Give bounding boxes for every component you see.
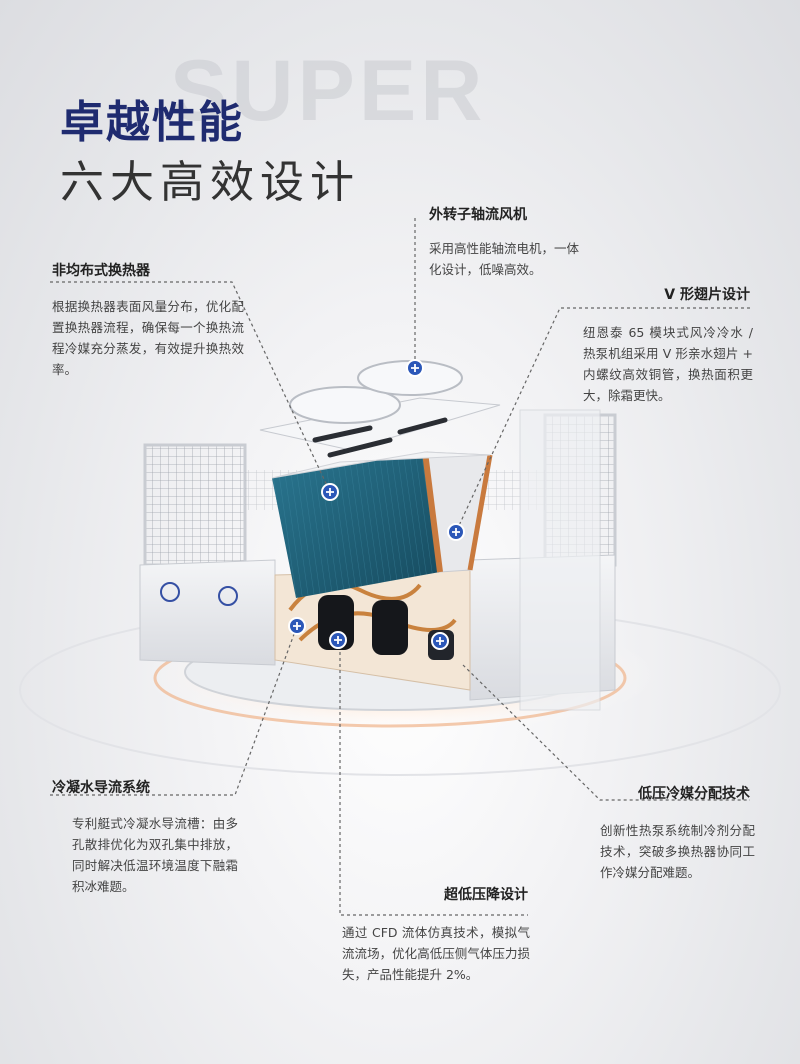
left-cabinet: [139, 559, 276, 666]
left-grid-panel: [143, 443, 247, 567]
feature-heat-exchanger-title: 非均布式换热器: [52, 263, 150, 279]
feature-distribution-desc: 创新性热泵系统制冷剂分配技术，突破多换热器协同工作冷媒分配难题。: [600, 823, 755, 880]
page-subtitle: 六大高效设计: [60, 157, 360, 208]
feature-fan-desc: 采用高性能轴流电机，一体化设计，低噪高效。: [429, 241, 580, 277]
watermark-super: SUPER: [170, 43, 487, 139]
feature-condensate-desc: 专利艇式冷凝水导流槽：由多孔散排优化为双孔集中排放，同时解决低温环境温度下融霜积…: [72, 816, 238, 894]
feature-distribution-title: 低压冷媒分配技术: [638, 786, 750, 802]
hotspot-markers: [288, 359, 465, 650]
feature-fins-title: V 形翅片设计: [664, 287, 750, 303]
leader-lines: [50, 218, 750, 916]
plus-icon: [447, 523, 465, 541]
compressor-2: [372, 600, 408, 655]
feature-pressure-title: 超低压降设计: [444, 887, 528, 903]
feature-condensate-title: 冷凝水导流系统: [52, 780, 150, 796]
feature-fins-desc: 纽恩泰 65 模块式风冷冷水 / 热泵机组采用 V 形亲水翅片 + 内螺纹高效铜…: [583, 325, 753, 403]
plus-icon: [288, 617, 306, 635]
plus-icon: [329, 631, 347, 649]
feature-heat-exchanger-desc: 根据换热器表面风量分布，优化配置换热器流程，确保每一个换热流程冷媒充分蒸发，有效…: [52, 299, 244, 377]
page-title: 卓越性能: [60, 97, 244, 148]
fan-guard-1: [289, 386, 401, 424]
feature-fan-title: 外转子轴流风机: [429, 207, 527, 223]
plus-icon: [431, 632, 449, 650]
feature-pressure-desc: 通过 CFD 流体仿真技术，模拟气流流场，优化高低压侧气体压力损失，产品性能提升…: [342, 925, 530, 982]
plus-icon: [321, 483, 339, 501]
plus-icon: [406, 359, 424, 377]
